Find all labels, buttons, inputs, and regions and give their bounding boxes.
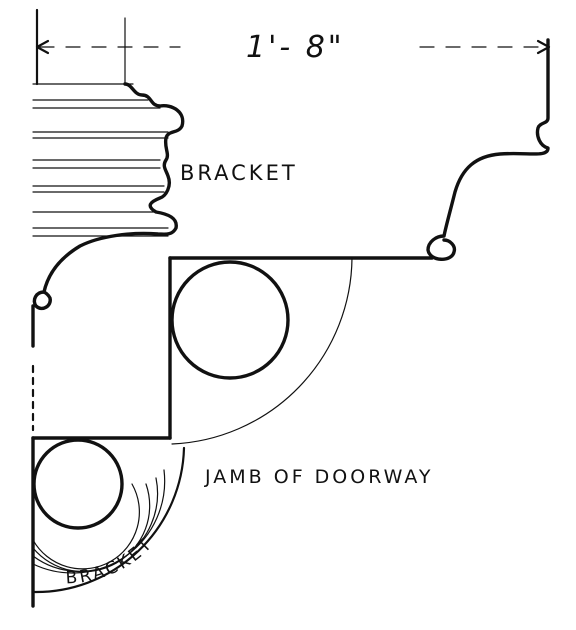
bottom-bracket [31, 436, 186, 608]
bracket-scroll-left [32, 290, 52, 311]
bracket-profile-right [426, 38, 550, 261]
bracket-profile-left [42, 82, 185, 294]
jamb-block [31, 256, 353, 445]
wall-outline [32, 8, 134, 86]
bottom-column-circle [32, 438, 124, 530]
bracket-label-bottom: BRACKET [65, 533, 158, 588]
bracket-label-top: BRACKET [180, 161, 298, 185]
jamb-column-circle [170, 260, 290, 380]
dimension-label: 1'- 8" [246, 30, 345, 65]
molding-courses [32, 99, 169, 237]
jamb-arc [171, 257, 353, 445]
jamb-label: JAMB OF DOORWAY [204, 466, 434, 488]
